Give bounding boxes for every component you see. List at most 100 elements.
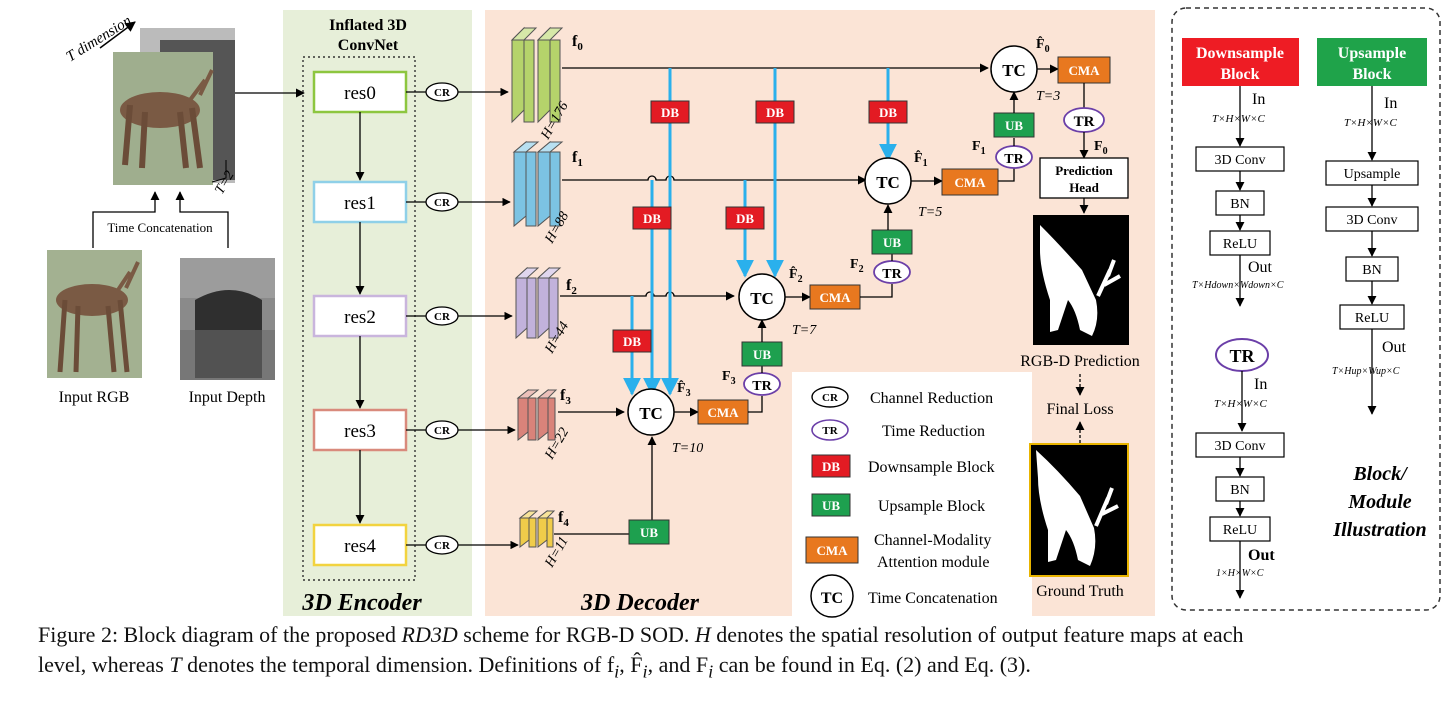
legend-tr-text: Time Reduction — [882, 423, 985, 440]
db-block — [632, 206, 672, 230]
res3-label: res3 — [344, 421, 376, 442]
down-conv-box — [1195, 146, 1285, 172]
svg-text:Upsample: Upsample — [1338, 45, 1406, 62]
svg-text:T×H×W×C: T×H×W×C — [1212, 113, 1265, 125]
db-block — [725, 206, 765, 230]
svg-text:Out: Out — [1382, 339, 1407, 356]
svg-text:CMA: CMA — [1068, 63, 1100, 78]
svg-text:ReLU: ReLU — [1223, 237, 1257, 252]
f3-label: f3 — [560, 387, 571, 407]
rgb-to-concat-line — [92, 191, 160, 248]
block-illustration: Downsample Block Upsample Block In T×H×W… — [1182, 38, 1427, 599]
svg-text:Out: Out — [1248, 259, 1273, 276]
up-relu-box — [1339, 304, 1405, 330]
svg-text:Module: Module — [1347, 491, 1411, 513]
time-concat-label: Time Concatenation — [107, 220, 213, 235]
svg-text:UB: UB — [1005, 118, 1023, 133]
db-block — [755, 100, 795, 124]
feature-f3 — [516, 388, 558, 442]
legend-cma-text2: Attention module — [877, 554, 989, 571]
svg-text:CMA: CMA — [954, 175, 986, 190]
caption-line-2: level, whereas T denotes the temporal di… — [38, 652, 1031, 682]
input-depth-image — [180, 258, 275, 380]
feature-f2 — [514, 266, 562, 340]
cma-block-1 — [941, 168, 999, 196]
svg-text:DB: DB — [879, 105, 897, 120]
svg-text:UB: UB — [822, 498, 840, 513]
svg-text:Prediction: Prediction — [1055, 163, 1113, 178]
ground-truth-map — [1029, 443, 1129, 577]
res1-label: res1 — [344, 193, 376, 214]
final-loss-label: Final Loss — [1046, 401, 1113, 418]
svg-text:TR: TR — [882, 267, 902, 282]
svg-text:CR: CR — [434, 425, 451, 437]
f1-label: f1 — [572, 149, 583, 169]
svg-text:TC: TC — [876, 173, 900, 192]
legend: CR Channel Reduction TR Time Reduction D… — [805, 386, 998, 618]
feature-f1 — [512, 140, 564, 228]
svg-text:CR: CR — [434, 540, 451, 552]
f0-label: f0 — [572, 33, 583, 53]
f4-label: f4 — [558, 509, 569, 529]
t-dimension-arrow — [99, 21, 136, 49]
legend-cr-text: Channel Reduction — [870, 390, 993, 407]
legend-ub-text: Upsample Block — [878, 498, 985, 515]
legend-db-text: Downsample Block — [868, 459, 995, 476]
cr-connections: CR CR CR CR CR — [406, 82, 519, 555]
rgbd-prediction-map — [1033, 215, 1129, 345]
svg-text:3D Conv: 3D Conv — [1215, 153, 1266, 168]
up-upsample-box — [1325, 160, 1419, 186]
svg-text:DB: DB — [822, 459, 840, 474]
feature-maps: f0 H=176 f1 H=88 f2 H=44 — [510, 26, 583, 571]
encoder: Inflated 3D ConvNet res0 res1 res2 res3 … — [301, 17, 422, 616]
f2-line — [560, 291, 735, 301]
svg-text:UB: UB — [753, 347, 771, 362]
svg-text:T×H×W×C: T×H×W×C — [1344, 117, 1397, 129]
svg-text:3D Conv: 3D Conv — [1215, 439, 1266, 454]
res4-block — [312, 523, 408, 567]
svg-text:TC: TC — [750, 289, 774, 308]
svg-text:Block: Block — [1220, 66, 1259, 83]
svg-text:CR: CR — [822, 392, 839, 404]
svg-text:Upsample: Upsample — [1344, 167, 1401, 182]
rgbd-prediction-label: RGB-D Prediction — [1020, 353, 1140, 370]
feature-f4 — [518, 509, 556, 549]
cma-block-3 — [697, 399, 749, 425]
t-10-label: T=10 — [672, 441, 703, 456]
svg-text:TR: TR — [752, 379, 772, 394]
svg-text:TC: TC — [1002, 61, 1026, 80]
svg-text:CR: CR — [434, 311, 451, 323]
svg-text:In: In — [1254, 376, 1267, 393]
t-3-label: T=3 — [1036, 89, 1060, 104]
encoder-title-line1: Inflated 3D — [329, 17, 407, 34]
t-5-label: T=5 — [918, 205, 942, 220]
rd3d-block-diagram: T dimension T=2 Time Concatenation Input… — [47, 7, 1441, 618]
legend-db-symbol — [811, 454, 851, 478]
svg-text:Out: Out — [1248, 547, 1275, 564]
figure-caption: Figure 2: Block diagram of the proposed … — [38, 620, 1448, 686]
input-section: T dimension T=2 Time Concatenation Input… — [47, 13, 305, 406]
cma-block-0 — [1057, 56, 1111, 84]
svg-text:Illustration: Illustration — [1332, 519, 1426, 541]
db-block — [650, 100, 690, 124]
input-rgb-image — [47, 250, 142, 378]
tr-relu-box — [1209, 516, 1271, 542]
svg-text:Block/: Block/ — [1352, 463, 1409, 485]
svg-text:BN: BN — [1230, 483, 1249, 498]
svg-text:UB: UB — [640, 525, 658, 540]
ground-truth-label: Ground Truth — [1036, 583, 1124, 600]
svg-text:T×Hdown×Wdown×C: T×Hdown×Wdown×C — [1192, 280, 1284, 291]
input-rgb-label: Input RGB — [59, 389, 130, 406]
svg-text:In: In — [1384, 95, 1397, 112]
encoder-dotted-border — [302, 56, 416, 581]
svg-text:CMA: CMA — [707, 405, 739, 420]
feature-f0 — [510, 26, 564, 124]
res2-label: res2 — [344, 307, 376, 328]
svg-text:ReLU: ReLU — [1355, 311, 1389, 326]
svg-text:CMA: CMA — [819, 290, 851, 305]
decoder: DB DB DB DB DB DB TC F̂3 UB CMA T=10 TR … — [554, 35, 1140, 616]
svg-text:1×H×W×C: 1×H×W×C — [1216, 568, 1264, 579]
prediction-head — [1039, 157, 1129, 199]
svg-text:TC: TC — [639, 404, 663, 423]
legend-cma-text: Channel-Modality — [874, 532, 991, 549]
